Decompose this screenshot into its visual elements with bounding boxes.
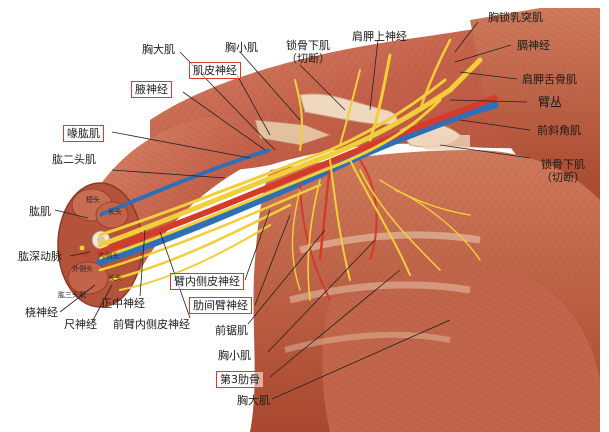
label-ulnar-nerve: 尺神经 (64, 318, 97, 331)
label-pectoralis-minor-bottom: 胸小肌 (218, 349, 251, 362)
label-median-nerve: 正中神经 (101, 297, 145, 310)
label-brachialis: 肱肌 (29, 205, 51, 218)
label-pectoralis-major-top: 胸大肌 (142, 43, 175, 56)
label-third-rib: 第3肋骨 (216, 371, 264, 388)
label-lateral-head: 外侧头 (72, 265, 93, 273)
label-biceps-brachii: 肱二头肌 (52, 153, 96, 166)
label-omohyoid: 肩胛舌骨肌 (522, 73, 577, 86)
label-serratus-anterior: 前锯肌 (215, 324, 248, 337)
label-short-head: 短头 (86, 196, 100, 204)
label-coracobrachialis: 喙肱肌 (63, 125, 104, 142)
label-pectoralis-major-bottom: 胸大肌 (237, 394, 270, 407)
label-anterior-scalene: 前斜角肌 (537, 124, 581, 137)
label-long-head-triceps: 长头 (108, 274, 122, 282)
label-medial-head: 内侧头 (98, 252, 119, 260)
label-deep-brachial-artery: 肱深动脉 (18, 250, 62, 263)
label-axillary-nerve: 腋神经 (131, 81, 172, 98)
label-suprascapular-nerve: 肩胛上神经 (352, 30, 407, 43)
label-long-head-biceps: 长头 (108, 208, 122, 216)
label-sternocleidomastoid: 胸锁乳突肌 (488, 11, 543, 24)
label-intercostobrachial-nerve: 肋间臂神经 (189, 297, 252, 314)
label-medial-brachial-cutaneous-nerve: 臂内侧皮神经 (170, 273, 244, 290)
label-triceps-brachii: 肱三头肌 (58, 291, 86, 299)
brachial-plexus-nerves (97, 38, 483, 301)
label-medial-antebrachial-cutaneous-nerve: 前臂内侧皮神经 (113, 318, 190, 331)
label-radial-nerve: 桡神经 (25, 306, 58, 319)
label-brachial-plexus: 臂丛 (538, 95, 563, 109)
axillary-artery (97, 95, 498, 255)
label-pectoralis-minor-top: 胸小肌 (225, 41, 258, 54)
label-subclavius-top: 锁骨下肌 （切断） (286, 39, 330, 65)
label-musculocutaneous-nerve: 肌皮神经 (189, 62, 241, 79)
label-subclavius-right: 锁骨下肌 （切断） (541, 158, 585, 184)
leader-lines (54, 21, 531, 400)
label-phrenic-nerve: 膈神经 (517, 39, 550, 52)
